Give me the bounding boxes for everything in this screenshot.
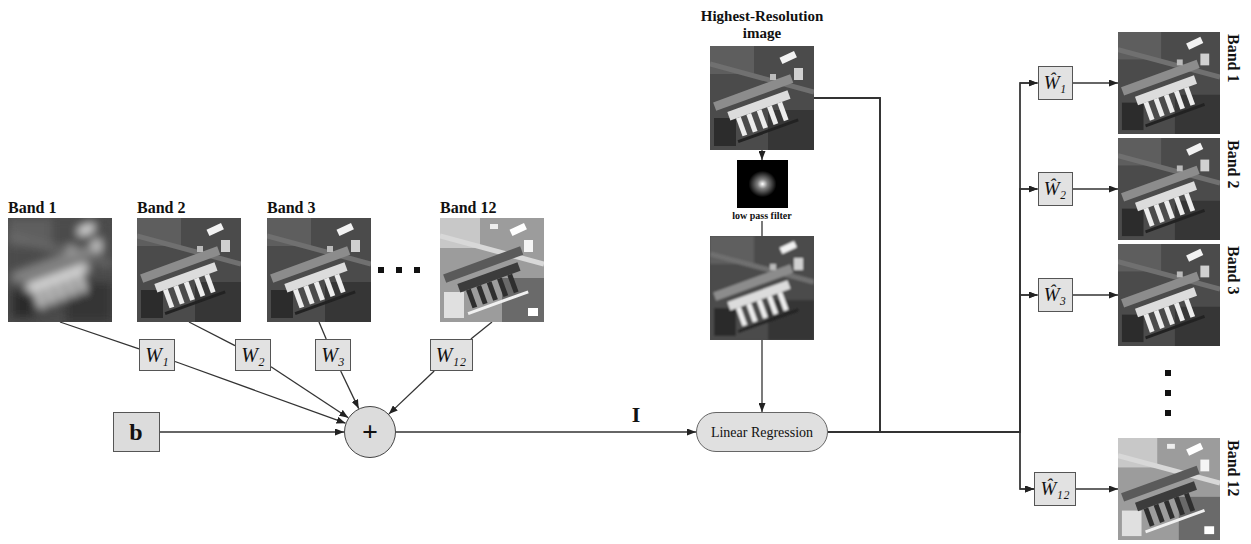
aerial-photo — [8, 218, 112, 322]
connector — [814, 98, 1034, 489]
aerial-image — [440, 218, 544, 322]
node-label: + — [362, 418, 378, 446]
connector — [1076, 488, 1118, 489]
node-label: Ŵ₁₂ — [1040, 477, 1069, 501]
output-band-image: Band 1 — [1118, 32, 1220, 134]
filter-kernel-image — [737, 160, 788, 208]
output-band-image: Band 12 — [1118, 438, 1220, 540]
image-ground — [710, 236, 814, 340]
band-image: Band 1 — [8, 218, 112, 322]
sum-node: + — [344, 406, 396, 458]
connector — [60, 322, 139, 349]
aerial-image — [8, 218, 112, 322]
node-label: Band 1 — [1224, 34, 1242, 82]
ellipsis-dots — [1162, 366, 1174, 420]
aerial-image — [1118, 244, 1220, 346]
connector — [828, 432, 1034, 489]
connector — [814, 98, 1038, 432]
estimated-weight-box: Ŵ₁ — [1038, 66, 1073, 100]
regression-box: Linear Regression — [696, 412, 828, 452]
band-image: Band 2 — [137, 218, 241, 322]
connector — [189, 322, 235, 346]
node-label: Highest-Resolution image — [687, 8, 837, 42]
connector — [160, 431, 345, 432]
filter-icon: low pass filter — [732, 160, 792, 221]
image-ground — [8, 218, 112, 322]
connector — [814, 83, 1038, 432]
aerial-image — [137, 218, 241, 322]
source-image: Highest-Resolution image — [710, 46, 814, 150]
node-label: Linear Regression — [711, 424, 813, 441]
connector — [828, 189, 1038, 432]
filter-kernel — [737, 160, 788, 208]
node-label: Band 2 — [1224, 140, 1242, 188]
connector — [814, 98, 1038, 432]
node-label: W₂ — [241, 343, 265, 367]
connector — [828, 295, 1038, 432]
estimated-weight-box: Ŵ₃ — [1038, 278, 1073, 312]
connector — [1073, 294, 1119, 295]
node-label: Band 3 — [1224, 246, 1242, 294]
aerial-image — [1118, 32, 1220, 134]
estimated-weight-box: Ŵ₂ — [1038, 172, 1073, 206]
aerial-photo — [710, 236, 814, 340]
aerial-image — [710, 46, 814, 150]
aerial-image — [1118, 438, 1220, 540]
aerial-photo — [1118, 32, 1220, 134]
aerial-photo — [267, 218, 371, 322]
ellipsis-dots — [374, 264, 424, 276]
node-label: Band 3 — [267, 198, 315, 217]
node-label: W₁₂ — [436, 343, 467, 367]
aerial-photo — [710, 46, 814, 150]
bias-box: b — [113, 412, 160, 452]
aerial-photo — [1118, 244, 1220, 346]
connector — [761, 150, 762, 160]
connector — [319, 322, 326, 339]
edge-label: I — [630, 403, 643, 427]
connector — [271, 367, 348, 418]
connector — [341, 371, 359, 409]
node-label: Band 1 — [8, 198, 56, 217]
node-label: Ŵ₁ — [1044, 71, 1066, 95]
filtered-image — [710, 236, 814, 340]
estimated-weight-box: Ŵ₁₂ — [1034, 472, 1076, 506]
node-label: Ŵ₃ — [1044, 283, 1066, 307]
band-image: Band 3 — [267, 218, 371, 322]
weight-box: W₁₂ — [430, 339, 473, 371]
aerial-image — [1118, 138, 1220, 240]
weight-box: W₁ — [139, 339, 175, 371]
node-label: Band 12 — [440, 198, 496, 217]
node-label: low pass filter — [732, 210, 792, 221]
connector — [1073, 82, 1119, 83]
connector — [828, 83, 1038, 432]
node-label: Band 2 — [137, 198, 185, 217]
aerial-image — [267, 218, 371, 322]
node-label: b — [129, 419, 142, 445]
output-band-image: Band 2 — [1118, 138, 1220, 240]
node-label: Band 12 — [1224, 440, 1242, 496]
weight-box: W₂ — [235, 339, 271, 371]
output-band-image: Band 3 — [1118, 244, 1220, 346]
node-label: W₁ — [145, 343, 169, 367]
connector — [396, 431, 696, 432]
node-label: W₃ — [321, 343, 345, 367]
aerial-photo — [137, 218, 241, 322]
node-label: Ŵ₂ — [1044, 177, 1066, 201]
aerial-photo — [1118, 438, 1220, 540]
connector — [471, 322, 492, 339]
connector — [389, 371, 434, 414]
weight-box: W₃ — [315, 339, 351, 371]
aerial-photo — [1118, 138, 1220, 240]
band-image: Band 12 — [440, 218, 544, 322]
connector — [1073, 188, 1119, 189]
aerial-photo — [440, 218, 544, 322]
